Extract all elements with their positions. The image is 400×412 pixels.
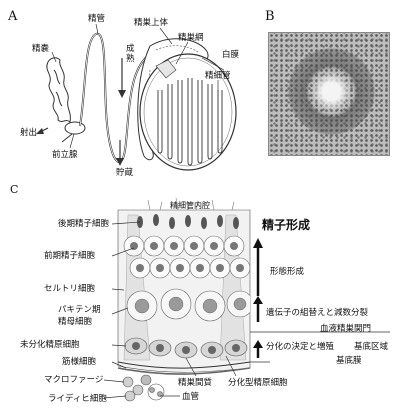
label-maturation: 成熟 [126, 44, 135, 64]
prostate-shape [64, 121, 86, 135]
label-peritubular-myoid: 筋様細胞 [62, 357, 97, 367]
label-diff-spermatogonia: 分化型精原細胞 [228, 378, 288, 388]
label-macrophage: マクロファージ [44, 375, 104, 385]
label-epididymis: 精巣上体 [134, 18, 169, 28]
seminiferous-tubules [157, 78, 223, 166]
label-undiff-spermatogonia: 未分化精原細胞 [20, 340, 80, 350]
panel-c-letter: C [10, 183, 19, 196]
label-tunica-albuginea: 白膜 [222, 50, 240, 60]
label-ejaculation: 射出 [20, 128, 38, 138]
label-vas-deferens: 精管 [88, 14, 106, 24]
label-seminal-vesicle: 精嚢 [32, 44, 50, 54]
label-sertoli: セルトリ細胞 [44, 284, 96, 294]
label-rete-testis: 精巣網 [178, 33, 204, 43]
label-pachytene-1: パキテン期 [58, 305, 101, 315]
label-pachytene-2: 精母細胞 [58, 317, 93, 327]
panel-a-letter: A [8, 9, 18, 24]
seminiferous-tubule-micrograph [268, 32, 390, 156]
label-seminiferous-tubule: 精細管 [205, 71, 231, 81]
seminal-vesicle-shape [46, 57, 71, 124]
label-storage: 貯蔵 [116, 168, 134, 178]
label-late-spermatid: 後期精子細胞 [58, 219, 110, 229]
label-proliferation: 分化の決定と増殖 [266, 342, 335, 352]
label-basement-membrane: 基底膜 [336, 356, 362, 366]
label-blood-vessel: 血管 [182, 392, 200, 402]
label-interstitium: 精巣間質 [178, 378, 213, 388]
label-blood-testis-barrier: 血液精巣関門 [320, 324, 372, 334]
label-meiosis: 遺伝子の組替えと減数分裂 [266, 308, 369, 318]
panel-b-letter: B [265, 9, 275, 24]
label-prostate: 前立腺 [52, 150, 78, 160]
label-basal-compartment: 基底区域 [354, 342, 389, 352]
label-morphogenesis: 形態形成 [270, 267, 305, 277]
rete-testis-shape [155, 59, 177, 79]
label-early-spermatid: 前期精子細胞 [44, 251, 96, 261]
label-leydig: ライディヒ細胞 [48, 394, 107, 404]
label-lumen: 精細管内腔 [170, 201, 210, 210]
label-spermatogenesis: 精子形成 [262, 218, 311, 232]
